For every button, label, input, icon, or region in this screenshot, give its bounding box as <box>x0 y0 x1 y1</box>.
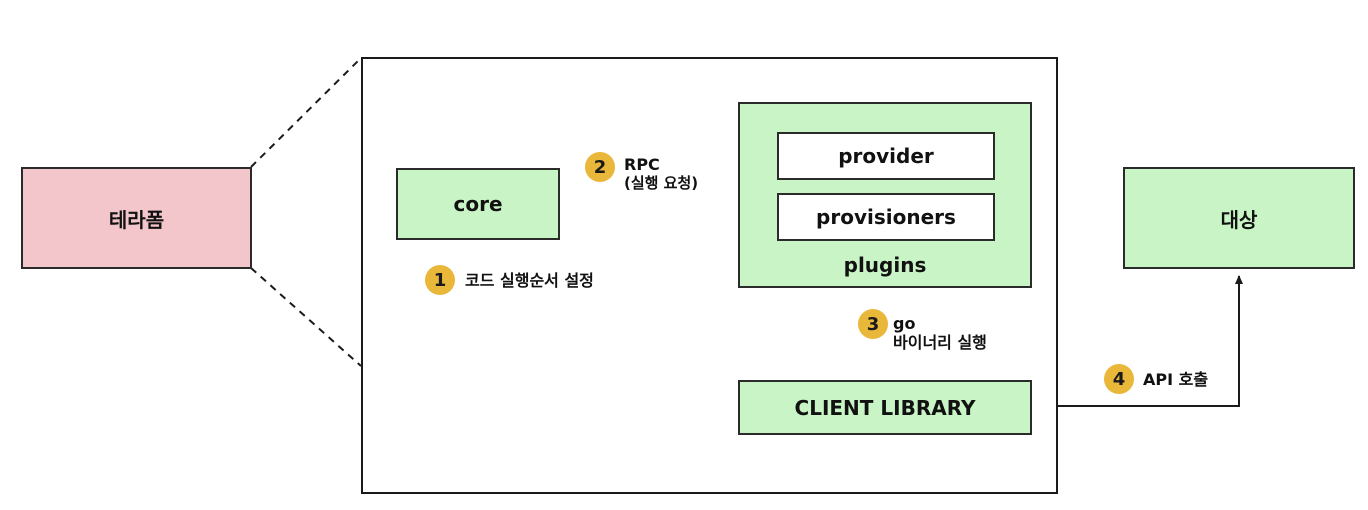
provider-node: provider <box>777 132 995 180</box>
step-4-label: API 호출 <box>1143 370 1209 389</box>
step-2-badge: 2 <box>585 152 615 182</box>
step-2-label: RPC (실행 요청) <box>624 155 698 193</box>
target-label: 대상 <box>1220 207 1258 232</box>
step-3-line2: 바이너리 실행 <box>893 333 987 352</box>
provider-label: provider <box>838 144 934 168</box>
step-3-label: go 바이너리 실행 <box>893 314 987 352</box>
provisioners-label: provisioners <box>816 205 956 229</box>
client-library-node: CLIENT LIBRARY <box>738 380 1032 435</box>
plugins-label-wrap: plugins <box>740 250 1030 280</box>
zoom-line-bottom <box>250 267 362 367</box>
step-1-label: 코드 실행순서 설정 <box>465 271 594 290</box>
client-library-label: CLIENT LIBRARY <box>794 395 976 420</box>
terraform-node: 테라폼 <box>21 167 252 269</box>
step-2-line1: RPC <box>624 155 660 174</box>
step-1-badge: 1 <box>425 265 455 295</box>
plugins-node: provider provisioners plugins <box>738 102 1032 288</box>
zoom-line-top <box>250 57 362 168</box>
core-node: core <box>396 168 560 240</box>
arrow-client-target <box>1040 275 1243 407</box>
core-label: core <box>453 192 503 216</box>
step-4-badge: 4 <box>1104 364 1134 394</box>
provisioners-node: provisioners <box>777 193 995 241</box>
plugins-label: plugins <box>843 253 927 277</box>
step-3-badge: 3 <box>858 309 888 339</box>
target-node: 대상 <box>1123 167 1355 269</box>
terraform-label: 테라폼 <box>108 207 165 232</box>
step-3-line1: go <box>893 314 916 333</box>
step-2-line2: (실행 요청) <box>624 174 699 192</box>
